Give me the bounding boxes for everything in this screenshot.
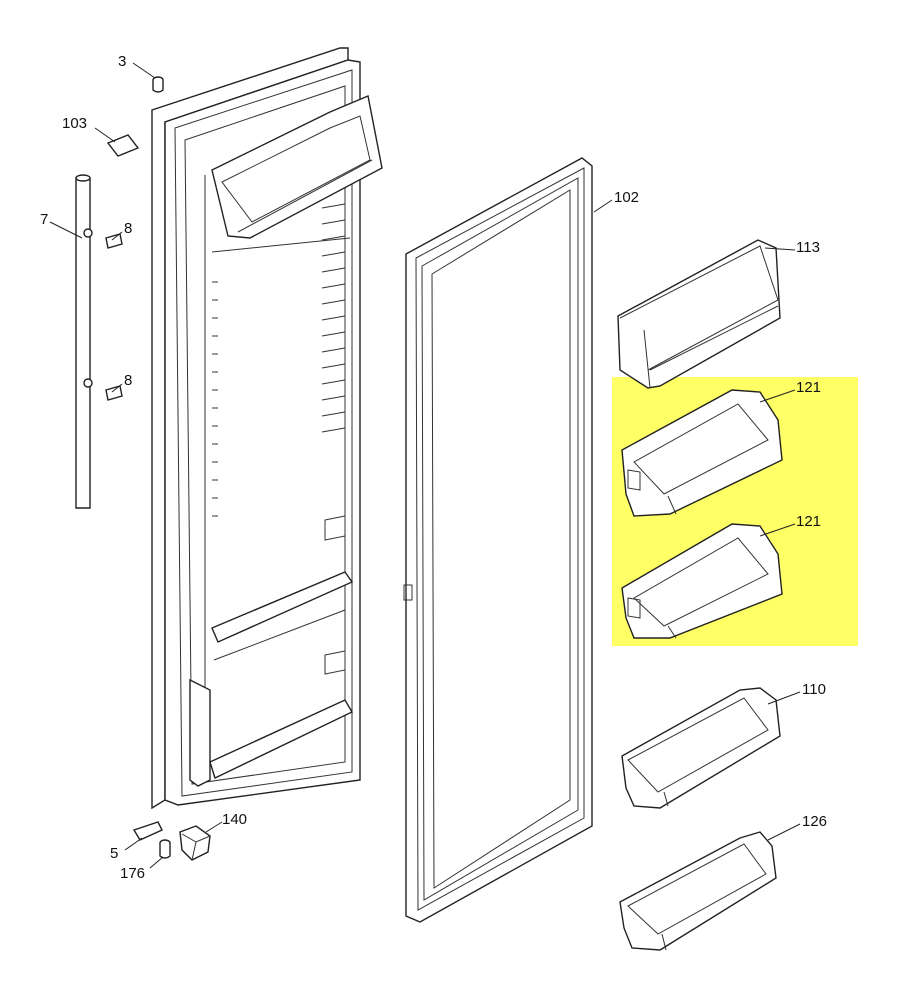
- part-102-gasket: [403, 157, 593, 923]
- part-176: [159, 839, 171, 859]
- part-7-rod: [75, 174, 93, 509]
- label-140: 140: [222, 811, 247, 828]
- part-121-bin-upper: [621, 389, 783, 517]
- label-110: 110: [802, 681, 826, 698]
- label-8-lower: 8: [124, 372, 132, 389]
- part-140: [179, 825, 211, 861]
- part-126-bin: [619, 831, 777, 951]
- part-5: [132, 821, 163, 841]
- part-121-bin-lower: [621, 523, 783, 639]
- label-7: 7: [40, 211, 48, 228]
- label-102: 102: [614, 189, 639, 206]
- part-110-bin: [621, 687, 781, 809]
- part-113-bin: [617, 239, 781, 389]
- label-3: 3: [118, 53, 126, 70]
- label-176: 176: [120, 865, 145, 882]
- door-shell: [151, 47, 383, 810]
- part-8-screws: [105, 233, 123, 401]
- label-126: 126: [802, 813, 827, 830]
- label-103: 103: [62, 115, 87, 132]
- part-labels: 3 103 7 8 8 102 113 121 121 110 126 140 …: [40, 53, 827, 882]
- label-8-upper: 8: [124, 220, 132, 237]
- leader-lines: [49, 62, 801, 869]
- part-103: [106, 134, 140, 157]
- label-121-lower: 121: [796, 513, 821, 530]
- door-ribs: [212, 203, 346, 517]
- label-121-upper: 121: [796, 379, 821, 396]
- label-5: 5: [110, 845, 118, 862]
- label-113: 113: [796, 239, 820, 256]
